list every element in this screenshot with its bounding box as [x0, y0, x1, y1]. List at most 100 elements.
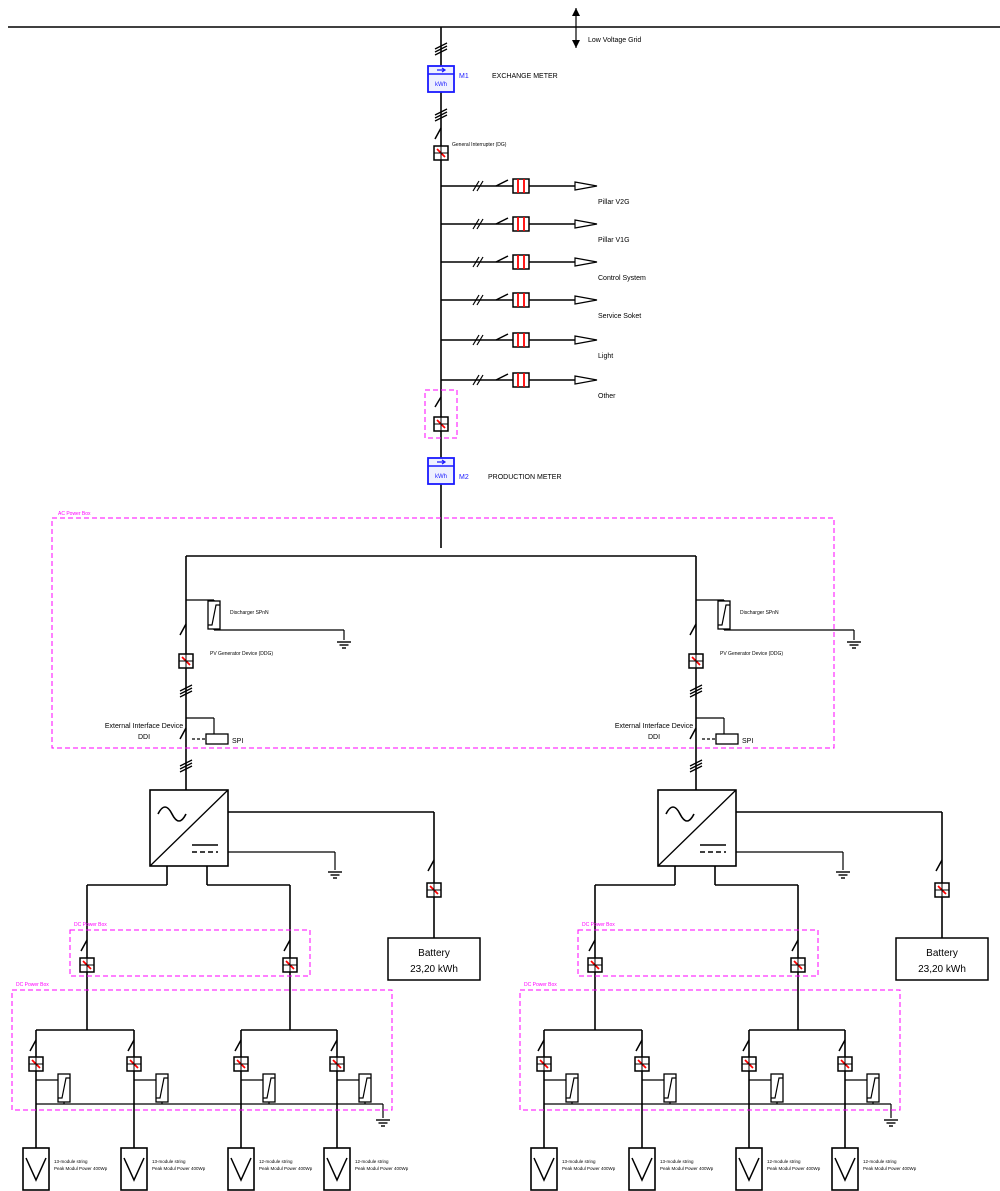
ddi-label-2: DDI [138, 734, 150, 741]
pv-module-icon [530, 1147, 558, 1191]
load-arrow-icon [574, 257, 598, 267]
exchange-meter-icon: kWh [427, 65, 455, 93]
surge-arrester-icon [717, 600, 731, 630]
spi-label: SPI [742, 738, 753, 745]
feeder-label: Service Soket [598, 313, 641, 320]
string-label-2: Peak Modul Power 400Wp [259, 1166, 313, 1171]
discharger-label: Discharger SPnN [230, 610, 269, 616]
switch-icon [495, 179, 509, 187]
string-label-1: 12-module string [259, 1159, 293, 1164]
breaker-icon [282, 957, 298, 973]
wiring [8, 8, 1000, 1162]
switch-icon [495, 217, 509, 225]
string-label-2: Peak Modul Power 400Wp [152, 1166, 206, 1171]
surge-arrester-icon [770, 1073, 784, 1103]
ac-power-box [51, 517, 835, 749]
battery-capacity: 23,20 kWh [410, 964, 458, 975]
surge-arrester-icon [565, 1073, 579, 1103]
production-meter-label: PRODUCTION METER [488, 474, 562, 481]
spi-label: SPI [232, 738, 243, 745]
spi-relay-icon [715, 733, 739, 745]
string-box [519, 989, 901, 1111]
breaker-icon [512, 216, 530, 232]
switch-icon [935, 859, 943, 872]
surge-arrester-icon [663, 1073, 677, 1103]
breaker-icon [28, 1056, 44, 1072]
switch-icon [179, 727, 187, 740]
switch-icon [537, 1039, 545, 1052]
pv-module-icon [628, 1147, 656, 1191]
switch-icon [791, 939, 799, 952]
switch-icon [689, 727, 697, 740]
breaker-icon [934, 882, 950, 898]
breaker-icon [741, 1056, 757, 1072]
ddi-label-1: External Interface Device [615, 723, 693, 730]
switch-icon [127, 1039, 135, 1052]
breaker-icon [512, 178, 530, 194]
ddi-label-2: DDI [648, 734, 660, 741]
ddi-label-1: External Interface Device [105, 723, 183, 730]
pv-module-icon [323, 1147, 351, 1191]
string-box-label: DC Power Box [524, 982, 557, 988]
ground-icon [847, 641, 861, 649]
string-label-2: Peak Modul Power 400Wp [863, 1166, 917, 1171]
breaker-icon [512, 292, 530, 308]
battery-box [895, 937, 989, 981]
breaker-icon [126, 1056, 142, 1072]
switch-icon [689, 623, 697, 636]
pv-module-icon [831, 1147, 859, 1191]
meter1-id: M1 [459, 73, 469, 80]
load-arrow-icon [574, 219, 598, 229]
switch-icon [29, 1039, 37, 1052]
feeder-label: Pillar V1G [598, 237, 630, 244]
string-label-2: Peak Modul Power 400Wp [767, 1166, 821, 1171]
surge-arrester-icon [207, 600, 221, 630]
load-arrow-icon [574, 295, 598, 305]
string-box [11, 989, 393, 1111]
ground-icon [836, 871, 850, 879]
breaker-icon [79, 957, 95, 973]
battery-title: Battery [926, 948, 958, 959]
string-label-2: Peak Modul Power 400Wp [54, 1166, 108, 1171]
surge-arrester-icon [358, 1073, 372, 1103]
breaker-icon [433, 416, 449, 432]
string-label-1: 13-module string [152, 1159, 186, 1164]
breaker-icon [688, 653, 704, 669]
surge-arrester-icon [866, 1073, 880, 1103]
breaker-icon [587, 957, 603, 973]
switch-icon [283, 939, 291, 952]
phase-marks-icon [689, 684, 703, 698]
battery-capacity: 23,20 kWh [918, 964, 966, 975]
string-label-1: 12-module string [355, 1159, 389, 1164]
grid-label: Low Voltage Grid [588, 37, 641, 44]
spi-relay-icon [205, 733, 229, 745]
dc-power-box [69, 929, 311, 977]
surge-arrester-icon [57, 1073, 71, 1103]
load-arrow-icon [574, 335, 598, 345]
switch-icon [838, 1039, 846, 1052]
svg-text:kWh: kWh [435, 474, 447, 480]
phase-marks-icon [472, 180, 484, 192]
up-arrow-icon [572, 8, 580, 16]
feeder-label: Control System [598, 275, 646, 282]
ground-icon [884, 1119, 898, 1127]
breaker-icon [426, 882, 442, 898]
phase-marks-icon [472, 374, 484, 386]
breaker-icon [837, 1056, 853, 1072]
switch-icon [434, 396, 442, 408]
dc-power-box-label: DC Power Box [582, 922, 615, 928]
feeder-label: Pillar V2G [598, 199, 630, 206]
switch-icon [234, 1039, 242, 1052]
switch-icon [495, 293, 509, 301]
breaker-icon [634, 1056, 650, 1072]
breaker-icon [433, 145, 449, 161]
string-label-2: Peak Modul Power 400Wp [355, 1166, 409, 1171]
breaker-icon [512, 332, 530, 348]
breaker-icon [790, 957, 806, 973]
phase-marks-icon [434, 108, 448, 122]
switch-icon [495, 255, 509, 263]
switch-icon [742, 1039, 750, 1052]
dc-power-box-label: DC Power Box [74, 922, 107, 928]
string-label-1: 13-module string [660, 1159, 694, 1164]
